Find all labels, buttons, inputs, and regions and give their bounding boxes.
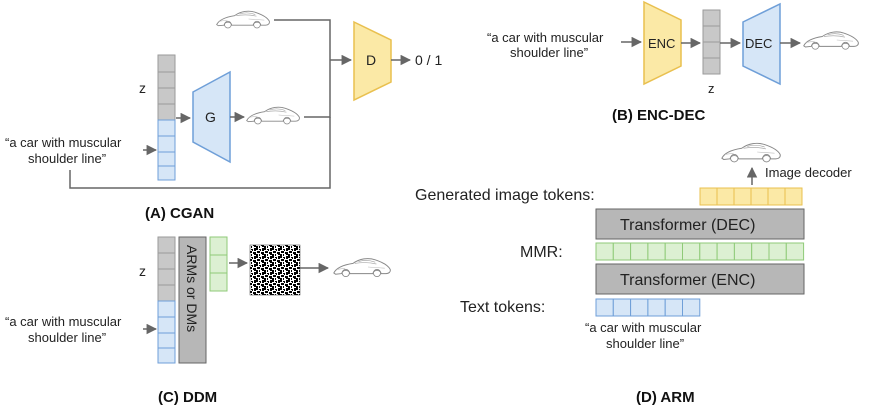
mmr-tokens xyxy=(595,242,805,261)
transformer-enc-block xyxy=(595,263,805,295)
panel-b-enc-dec: “a car with muscular shoulder line” ENC … xyxy=(487,0,859,124)
decoder-block xyxy=(742,2,781,86)
prompt-text-line1-d: “a car with muscular xyxy=(585,320,702,335)
transformer-dec-label: Transformer (DEC) xyxy=(620,217,755,234)
output-car-icon-b xyxy=(803,31,859,50)
text-tokens xyxy=(595,298,701,317)
generated-tokens-label: Generated image tokens: xyxy=(415,187,595,204)
z-label: z xyxy=(139,80,146,96)
prompt-text-line2-d: shoulder line” xyxy=(606,336,684,351)
caption-c: (C) DDM xyxy=(158,389,217,406)
encoder-block xyxy=(643,0,682,86)
decoder-label: DEC xyxy=(745,36,772,51)
mmr-label: MMR: xyxy=(520,244,563,261)
prompt-text-line1: “a car with muscular xyxy=(5,135,122,150)
arm-dm-block xyxy=(178,236,207,364)
caption-a: (A) CGAN xyxy=(145,205,214,222)
prompt-text-line2-b: shoulder line” xyxy=(510,45,588,60)
prompt-text-line1-c: “a car with muscular xyxy=(5,314,122,329)
text-tokens-label: Text tokens: xyxy=(460,299,545,316)
transformer-enc-label: Transformer (ENC) xyxy=(620,272,755,289)
image-decoder-label: Image decoder xyxy=(765,165,852,180)
noise-z-tokens-c xyxy=(157,236,176,302)
latent-z-tokens xyxy=(702,9,721,75)
prompt-text-line2: shoulder line” xyxy=(28,151,106,166)
generated-car-icon xyxy=(246,106,300,125)
z-label-b: z xyxy=(708,81,715,96)
output-label: 0 / 1 xyxy=(415,52,442,68)
panel-d-arm: Image decoder Generated image tokens: Tr… xyxy=(415,142,852,406)
arm-dm-label: ARMs or DMs xyxy=(184,245,200,332)
condition-feedback-path xyxy=(69,117,331,189)
text-embedding-tokens-c xyxy=(157,300,176,364)
transformer-dec-block xyxy=(595,208,805,240)
prompt-text-line2-c: shoulder line” xyxy=(28,330,106,345)
output-car-icon-c xyxy=(333,257,391,278)
text-embedding-tokens xyxy=(157,119,176,181)
z-label-c: z xyxy=(139,263,146,279)
generated-image-tokens xyxy=(699,187,803,206)
output-car-icon-d xyxy=(720,142,782,163)
noise-z-tokens xyxy=(157,54,176,121)
generator-label: G xyxy=(205,109,216,125)
panel-c-ddm: z “a car with muscular shoulder line” AR… xyxy=(5,236,391,406)
panel-a-cgan: z “a car with muscular shoulder line” G … xyxy=(5,10,442,222)
discriminator-block xyxy=(353,20,392,102)
caption-d: (D) ARM xyxy=(636,389,695,406)
caption-b: (B) ENC-DEC xyxy=(612,107,705,124)
noise-image-icon xyxy=(249,244,301,296)
generated-car-path xyxy=(304,60,331,118)
output-tokens-c xyxy=(209,236,228,292)
generator-block xyxy=(192,70,231,164)
encoder-label: ENC xyxy=(648,36,675,51)
real-car-icon xyxy=(216,10,270,29)
prompt-text-line1-b: “a car with muscular xyxy=(487,30,604,45)
discriminator-label: D xyxy=(366,52,376,68)
real-car-path xyxy=(274,19,331,60)
